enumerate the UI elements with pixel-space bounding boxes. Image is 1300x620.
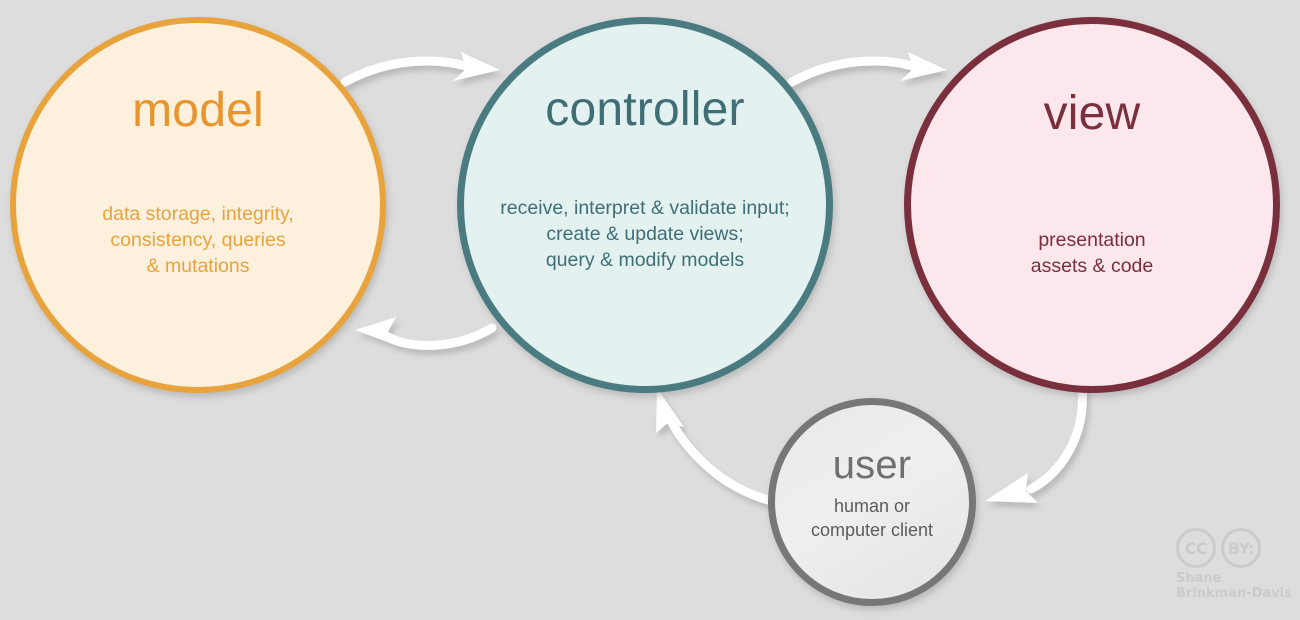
cc-by-icon: BY:	[1221, 528, 1261, 568]
node-view-description: presentation assets & code	[1030, 229, 1154, 278]
node-user-title: user	[832, 443, 912, 487]
cc-attribution-text: Shane Brinkman-Davis	[1176, 571, 1292, 601]
arrow-controller-to-view	[787, 52, 947, 87]
creative-commons-badge: CC BY: Shane Brinkman-Davis	[1176, 528, 1292, 614]
node-view-title: view	[1043, 87, 1141, 140]
cc-icon: CC	[1176, 528, 1216, 568]
node-view[interactable]: view presentation assets & code	[904, 17, 1280, 393]
node-model[interactable]: model data storage, integrity, consisten…	[10, 17, 386, 393]
node-controller-title: controller	[545, 83, 745, 136]
arrow-view-to-user	[985, 383, 1087, 503]
cc-marks: CC BY:	[1176, 528, 1292, 568]
node-controller-description: receive, interpret & validate input; cre…	[500, 197, 790, 272]
node-user-description: human or computer client	[810, 496, 934, 541]
node-model-title: model	[132, 84, 264, 137]
node-controller[interactable]: controller receive, interpret & validate…	[457, 17, 833, 393]
node-user[interactable]: user human or computer client	[768, 398, 976, 606]
node-model-description: data storage, integrity, consistency, qu…	[102, 203, 294, 278]
arrow-controller-to-model	[355, 317, 497, 350]
arrow-model-to-controller	[340, 52, 500, 87]
arrow-user-to-controller	[656, 388, 773, 505]
